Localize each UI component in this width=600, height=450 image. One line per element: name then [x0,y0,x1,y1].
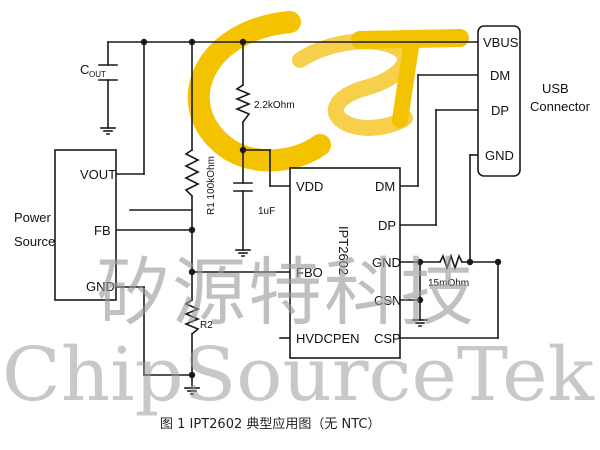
power-source-title-line1: Power [14,210,52,225]
c-1uf-label: 1uF [258,206,275,217]
ground-symbol-cout [100,127,116,135]
power-source-pin-gnd: GND [86,279,115,294]
usb-connector-title-line1: USB [542,81,569,96]
junction-dots [140,38,502,379]
usb-pin-vbus: VBUS [483,35,519,50]
r-2k2-resistor [234,83,252,124]
ic-pin-dm: DM [375,179,395,194]
ic-pin-gnd: GND [372,255,401,270]
cout-label: C [80,62,89,77]
r-sense-label: 15mOhm [428,278,469,289]
ground-symbol-csn [412,319,428,327]
r-2k2-label: 2.2kOhm [254,100,295,111]
r2-label: R2 [200,320,213,331]
usb-pin-dm: DM [490,68,510,83]
ic-name: IPT2602 [336,226,351,275]
ic-pin-vdd: VDD [296,179,323,194]
power-source-title-line2: Source [14,234,55,249]
r1-resistor [184,148,200,198]
power-source-pin-fb: FB [94,223,111,238]
watermark-chinese: 矽源特科技 [96,250,476,336]
ic-pin-csn: CSN [374,293,401,308]
usb-connector-box [477,25,521,177]
ic-pin-dp: DP [378,218,396,233]
figure-caption: 图 1 IPT2602 典型应用图（无 NTC） [160,416,380,432]
cout-capacitor [98,64,118,81]
ic-pin-hvdcpen: HVDCPEN [296,331,360,346]
power-source-box [54,149,117,301]
usb-pin-gnd: GND [485,148,514,163]
ic-pin-fbo: FBO [296,265,323,280]
r1-label: R1 100kOhm [206,156,217,215]
ground-symbol-vdd-cap [235,249,251,257]
r-sense-resistor [438,253,464,271]
r2-resistor [183,298,201,336]
c-1uf-capacitor [233,182,253,192]
ipt2602-ic-box [289,167,401,359]
watermark-english: ChipSourceTek [2,332,595,418]
power-source-pin-vout: VOUT [80,167,116,182]
usb-connector-title-line2: Connector [530,99,591,114]
usb-pin-dp: DP [491,103,509,118]
ic-pin-csp: CSP [374,331,401,346]
ground-symbol-r2 [184,387,200,395]
cout-label-subscript: OUT [89,70,106,79]
wires [107,41,499,389]
